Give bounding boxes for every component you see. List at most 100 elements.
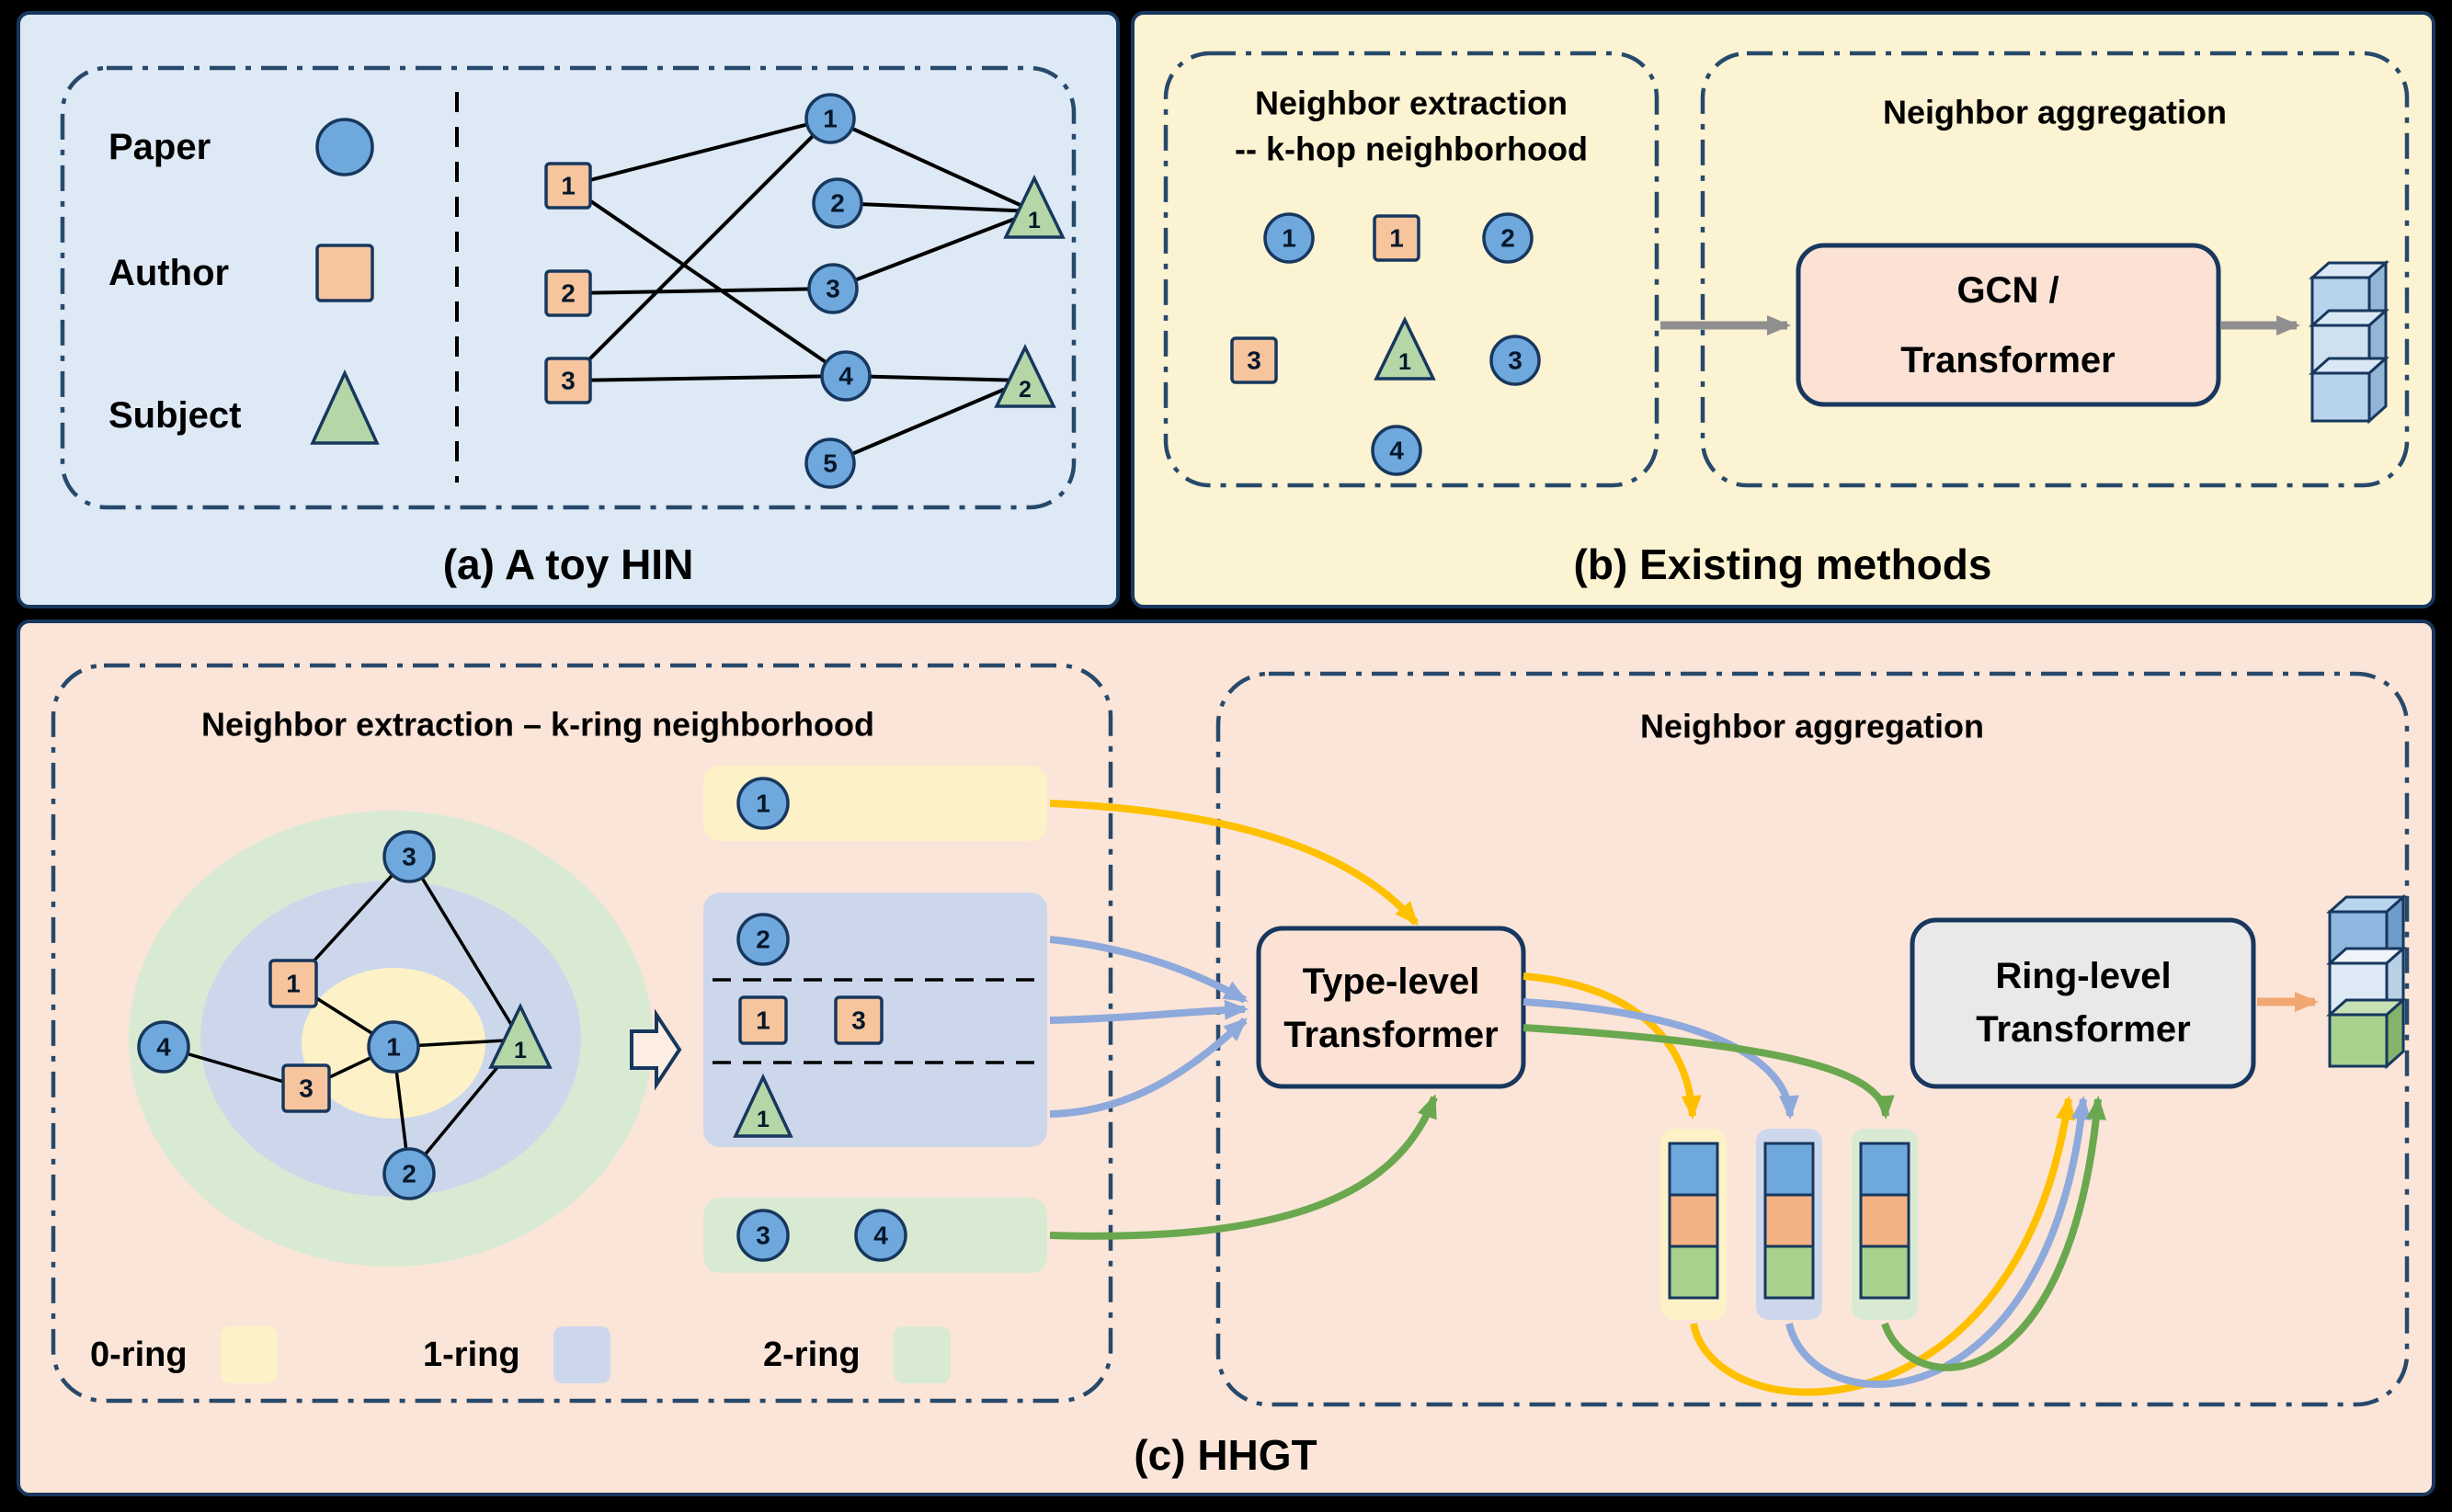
subject-node: 2 xyxy=(994,343,1056,408)
paper-node: 3 xyxy=(736,1209,790,1262)
svg-text:3: 3 xyxy=(299,1074,314,1103)
gcn-label-line2: Transformer xyxy=(1900,340,2115,381)
author-node: 3 xyxy=(544,357,592,404)
author-node: 3 xyxy=(1230,336,1278,384)
svg-text:1: 1 xyxy=(1389,224,1404,253)
caption-c: (c) HHGT xyxy=(1134,1431,1317,1479)
paper-node: 5 xyxy=(804,438,856,489)
embedding-stack-b xyxy=(2309,259,2389,425)
caption-b: (b) Existing methods xyxy=(1574,540,1992,588)
legend-paper-label: Paper xyxy=(108,127,211,167)
type-transformer-line2: Transformer xyxy=(1283,1015,1498,1055)
paper-node: 1 xyxy=(736,777,790,830)
svg-text:2: 2 xyxy=(1500,224,1515,253)
ring2-to-ringlevel-arrow xyxy=(1881,1096,2106,1371)
paper-node: 3 xyxy=(807,263,859,314)
subject-embedding-cell xyxy=(1763,1245,1815,1300)
panel-c-background xyxy=(17,620,2435,1496)
paper-node: 2 xyxy=(1482,212,1534,264)
paper-node: 4 xyxy=(137,1020,190,1074)
gcn-label-line1: GCN / xyxy=(1956,270,2059,311)
to-ring1-stack-arrow xyxy=(1523,998,1799,1120)
legend: Paper Author Subject xyxy=(108,92,459,483)
svg-text:1: 1 xyxy=(386,1033,401,1062)
svg-text:3: 3 xyxy=(1247,347,1261,375)
ring1-flow-arrow xyxy=(1049,1017,1248,1118)
svg-text:3: 3 xyxy=(756,1222,770,1250)
ring-group-strips: 1 2 1 3 1 3 4 xyxy=(703,766,1047,1273)
svg-text:3: 3 xyxy=(826,275,840,303)
svg-text:1: 1 xyxy=(823,105,838,133)
kring-extraction-box xyxy=(51,663,1113,1404)
paper-embedding-cell xyxy=(1668,1142,1719,1197)
block-arrow-icon xyxy=(630,1008,682,1091)
khop-title-line1: Neighbor extraction xyxy=(1255,85,1568,122)
svg-text:4: 4 xyxy=(838,362,853,391)
paper-node: 2 xyxy=(382,1147,436,1200)
paper-node: 4 xyxy=(854,1209,907,1262)
author-node: 1 xyxy=(544,162,592,210)
panel-b: (b) Existing methods Neighbor extraction… xyxy=(1131,11,2435,608)
stack-to-ring-arrows xyxy=(1690,1096,2106,1396)
svg-text:1: 1 xyxy=(1028,208,1041,233)
ring0-label: 0-ring xyxy=(90,1336,188,1374)
paper-node: 2 xyxy=(736,913,790,966)
svg-text:4: 4 xyxy=(1389,437,1404,465)
svg-text:4: 4 xyxy=(156,1033,171,1062)
ring1-flow-arrow xyxy=(1049,936,1249,1004)
author-node: 1 xyxy=(268,959,318,1008)
aggregation-box-b xyxy=(1700,51,2410,488)
ring-legend: 0-ring 1-ring 2-ring xyxy=(90,1326,951,1383)
aggregation-title-c: Neighbor aggregation xyxy=(1640,708,1984,745)
legend-author-label: Author xyxy=(108,253,229,293)
legend-subject-label: Subject xyxy=(108,395,241,436)
svg-text:3: 3 xyxy=(851,1006,866,1035)
paper-node: 1 xyxy=(1263,212,1315,264)
svg-text:2: 2 xyxy=(830,189,845,218)
kring-title: Neighbor extraction – k-ring neighborhoo… xyxy=(201,706,874,744)
ring1-label: 1-ring xyxy=(423,1336,520,1374)
author-node: 1 xyxy=(1373,214,1420,262)
paper-node: 1 xyxy=(367,1020,420,1074)
ring2-swatch xyxy=(894,1326,951,1383)
author-embedding-cell xyxy=(1763,1193,1815,1248)
svg-text:1: 1 xyxy=(286,970,301,998)
svg-text:3: 3 xyxy=(402,843,416,871)
svg-text:1: 1 xyxy=(756,1006,770,1035)
ring-level-transformer-box xyxy=(1910,917,2256,1089)
svg-text:1: 1 xyxy=(514,1038,527,1063)
ring0-group xyxy=(703,766,1047,841)
svg-text:5: 5 xyxy=(823,449,838,478)
toy-hin-nodes: 1 2 3 1 2 3 4 5 1 2 xyxy=(544,93,1066,489)
khop-title-line2: -- k-hop neighborhood xyxy=(1235,131,1588,168)
panel-a: (a) A toy HIN Paper Author Subject xyxy=(17,11,1120,608)
final-embedding-stack xyxy=(2326,893,2407,1070)
toy-hin-edges xyxy=(566,117,1035,465)
ring-embedding-stacks xyxy=(1660,1129,1918,1320)
to-ring2-stack-arrow xyxy=(1523,1024,1895,1120)
svg-text:3: 3 xyxy=(1508,347,1523,375)
author-node: 3 xyxy=(281,1063,331,1113)
panel-a-dashed-box xyxy=(60,65,1077,510)
subject-node: 1 xyxy=(733,1073,793,1138)
khop-extraction-box xyxy=(1163,51,1659,488)
subject-node: 1 xyxy=(488,1002,553,1069)
svg-text:1: 1 xyxy=(1398,349,1411,375)
group-to-type-arrows xyxy=(1049,800,1438,1240)
ring1-swatch xyxy=(553,1326,610,1383)
author-node: 3 xyxy=(834,995,884,1045)
svg-text:2: 2 xyxy=(756,926,770,954)
svg-text:2: 2 xyxy=(561,279,576,308)
aggregation-title-b: Neighbor aggregation xyxy=(1883,94,2227,131)
ring0-flow-arrow xyxy=(1049,800,1420,927)
paper-node: 4 xyxy=(1371,425,1422,476)
ring-transformer-line2: Transformer xyxy=(1976,1009,2190,1050)
type-to-stack-arrows xyxy=(1523,972,1895,1120)
author-node: 2 xyxy=(544,269,592,317)
ring2-label: 2-ring xyxy=(763,1336,861,1374)
gcn-transformer-box xyxy=(1796,243,2221,407)
kring-graph-nodes: 3 1 1 1 3 2 4 xyxy=(137,830,553,1200)
caption-a: (a) A toy HIN xyxy=(443,540,694,588)
svg-text:4: 4 xyxy=(873,1222,888,1250)
